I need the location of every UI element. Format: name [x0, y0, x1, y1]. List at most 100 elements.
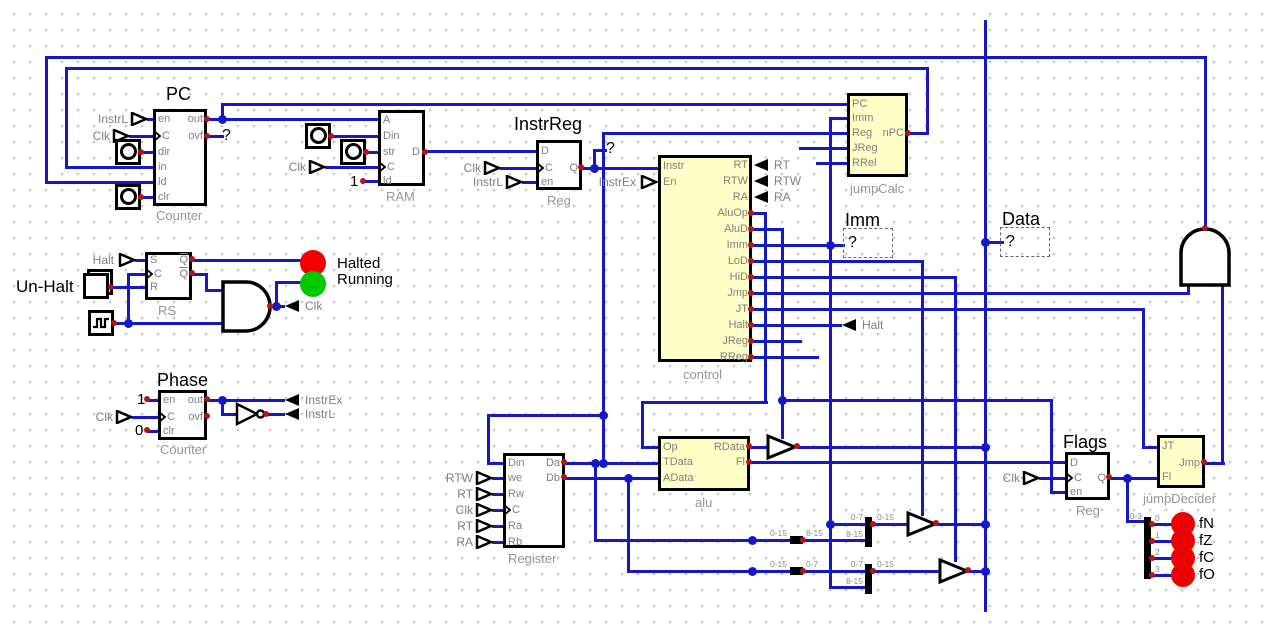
- buffer-gate-icon: [906, 511, 939, 537]
- clock-wedge-icon: [537, 162, 544, 174]
- splitter-range-label: 8-15: [845, 576, 863, 586]
- pc-pin-dir: dir: [158, 146, 171, 158]
- ram-type-label: RAM: [386, 189, 415, 204]
- wire: [127, 273, 147, 276]
- wire-junction: [591, 459, 600, 468]
- wire: [594, 539, 793, 542]
- buffer-gate-icon: [938, 558, 971, 584]
- ram-pin-d: D: [412, 146, 420, 158]
- wire: [365, 151, 380, 154]
- wire-junction: [981, 238, 990, 247]
- phase-pin-en: en: [163, 394, 176, 406]
- tunnel-out-icon: [754, 159, 768, 171]
- pin-dot: [794, 443, 800, 449]
- wire: [140, 151, 155, 154]
- running-led: [300, 271, 326, 297]
- tunnel-out-icon: [285, 408, 299, 420]
- tunnel-out-icon: [285, 300, 299, 312]
- wire: [764, 212, 767, 404]
- wire: [797, 446, 988, 449]
- pin-dot: [189, 256, 195, 262]
- pin-dot: [748, 322, 754, 328]
- constant-zero: 0: [135, 422, 144, 439]
- fc-label: fC: [1199, 549, 1214, 566]
- wire: [191, 273, 208, 276]
- rs-pin-r: R: [150, 281, 158, 293]
- tunnel-instrl-label: InstrL: [97, 112, 128, 126]
- ovf-probe: ?: [222, 127, 231, 144]
- wire: [627, 570, 793, 573]
- jumpdecider-pin-jmp: Jmp: [1179, 457, 1200, 469]
- clock-pulse-icon: [93, 317, 109, 329]
- tunnel-out-icon: [842, 319, 856, 331]
- wire: [424, 150, 538, 153]
- pin-dot: [363, 149, 369, 155]
- pin-dot: [263, 411, 269, 417]
- splitter-range-label: 0-15: [769, 528, 787, 538]
- wire: [1142, 446, 1160, 449]
- tunnel-in-icon: [475, 519, 493, 533]
- wire-junction: [624, 474, 633, 483]
- pin-dot: [748, 354, 754, 360]
- pin-dot: [204, 116, 210, 122]
- wire-junction: [981, 443, 990, 452]
- wire: [135, 259, 147, 262]
- pin-dot: [189, 270, 195, 276]
- wire-junction: [981, 520, 990, 529]
- wire: [829, 117, 832, 589]
- tunnel-in-icon: [475, 471, 493, 485]
- jumpcalc-pin-npc: nPC: [882, 127, 904, 139]
- wire: [781, 399, 1053, 402]
- wire: [45, 56, 1207, 59]
- wire: [907, 132, 929, 135]
- wire: [492, 509, 505, 512]
- wire: [1109, 477, 1160, 480]
- pin-dot: [267, 303, 273, 309]
- tunnel-instrex-label: InstrEx: [305, 393, 343, 407]
- pc-dir-button[interactable]: [115, 139, 141, 165]
- register-pin-we: we: [508, 472, 523, 484]
- wire: [751, 340, 802, 343]
- pc-pin-ld: ld: [158, 176, 167, 188]
- register-block: [503, 453, 565, 548]
- wire: [487, 414, 606, 417]
- pin-dot: [204, 133, 210, 139]
- ram-din-button[interactable]: [305, 123, 331, 149]
- unhalt-button[interactable]: [83, 273, 109, 299]
- wire: [129, 135, 155, 138]
- wire: [751, 292, 1190, 295]
- wire: [935, 523, 988, 526]
- pin-dot: [748, 338, 754, 344]
- ram-pin-a: A: [383, 114, 391, 126]
- ram-block: [378, 110, 425, 186]
- pin-dot: [1201, 459, 1207, 465]
- splitter-range-label: 0-3: [1129, 511, 1142, 521]
- wire-junction: [272, 302, 281, 311]
- wire-junction: [218, 115, 227, 124]
- wire: [749, 461, 1068, 464]
- clock-wedge-icon: [159, 411, 166, 423]
- constant-one: 1: [137, 391, 146, 408]
- tunnel-in-icon: [115, 410, 133, 424]
- splitter: [865, 564, 872, 594]
- jumpcalc-pin-jreg: JReg: [852, 142, 878, 154]
- rs-pin-c: C: [154, 268, 162, 280]
- wire: [127, 322, 225, 325]
- pin-dot: [870, 521, 876, 527]
- tunnel-halt-label: Halt: [862, 318, 884, 332]
- splitter-bit-label: 0: [1155, 513, 1160, 523]
- tunnel-instrl-label: InstrL: [305, 407, 336, 421]
- register-pin-rw: Rw: [508, 488, 524, 500]
- wire: [1150, 540, 1174, 543]
- wire: [641, 401, 644, 449]
- control-pin-halt: Halt: [728, 319, 748, 331]
- ram-pin-din: Din: [383, 130, 400, 142]
- phase-pin-out: out: [187, 394, 203, 406]
- control-pin-aluop: AluOp: [717, 207, 748, 219]
- wire: [984, 241, 1004, 244]
- wire: [221, 399, 224, 416]
- instrreg-pin-q: Q: [569, 162, 578, 174]
- wire: [492, 493, 505, 496]
- wire: [594, 462, 597, 542]
- register-pin-ra: Ra: [508, 520, 523, 532]
